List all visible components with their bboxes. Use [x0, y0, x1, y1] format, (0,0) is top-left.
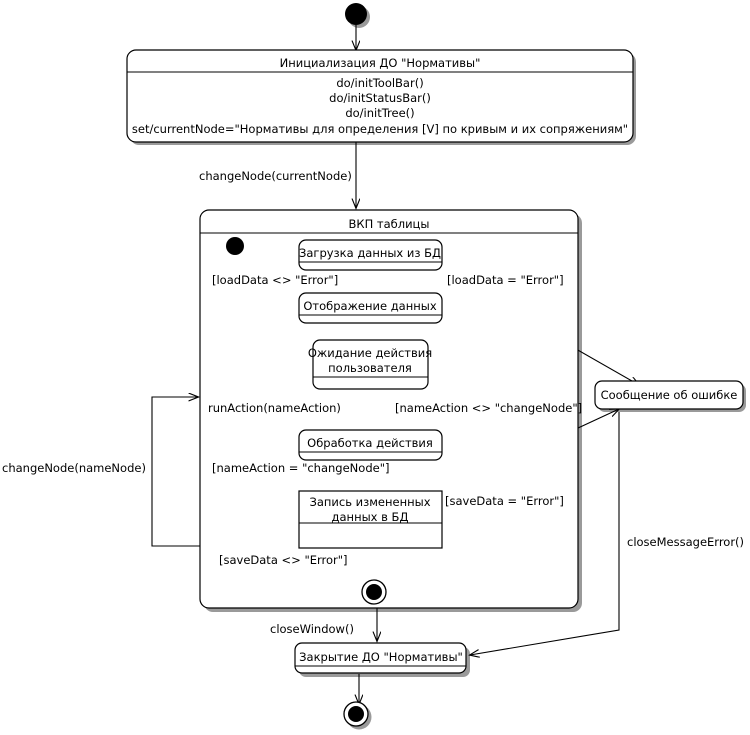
state-display-title: Отображение данных	[303, 299, 437, 313]
state-load[interactable]: Загрузка данных из БД	[298, 239, 443, 271]
state-error-message-title: Сообщение об ошибке	[601, 388, 738, 402]
edge-close-message-error	[470, 412, 620, 655]
state-init-action-3: set/currentNode="Нормативы для определен…	[132, 122, 628, 136]
state-wait-title-line2: пользователя	[328, 361, 412, 375]
edge-labels-group: changeNode(currentNode) [loadData <> "Er…	[2, 169, 744, 636]
state-save-title-line1: Запись измененных	[309, 495, 430, 509]
state-init-action-1: do/initStatusBar()	[329, 91, 431, 105]
state-init[interactable]: Инициализация ДО "Нормативы" do/initTool…	[126, 49, 634, 143]
initial-state-marker-composite	[226, 237, 244, 255]
state-composite[interactable]: ВКП таблицы	[199, 209, 579, 609]
label-close-message-error: closeMessageError()	[627, 535, 744, 549]
label-save-err: [saveData = "Error"]	[445, 494, 564, 508]
state-error-message[interactable]: Сообщение об ошибке	[594, 380, 744, 410]
label-load-err: [loadData = "Error"]	[447, 273, 564, 287]
label-close-window: closeWindow()	[270, 622, 354, 636]
state-init-title: Инициализация ДО "Нормативы"	[280, 56, 481, 70]
state-close-title: Закрытие ДО "Нормативы"	[299, 650, 463, 664]
state-load-title: Загрузка данных из БД	[299, 246, 441, 260]
label-action-not-change: [nameAction <> "changeNode"]	[395, 401, 582, 415]
label-change-node: changeNode(nameNode)	[2, 461, 146, 475]
state-save[interactable]: Запись измененных данных в БД	[298, 490, 443, 549]
state-process[interactable]: Обработка действия	[298, 429, 443, 461]
initial-state-marker-top	[345, 3, 367, 25]
label-run-action: runAction(nameAction)	[208, 401, 341, 415]
state-close[interactable]: Закрытие ДО "Нормативы"	[294, 642, 467, 674]
final-state-marker-composite	[361, 579, 387, 605]
label-save-ok: [saveData <> "Error"]	[219, 553, 348, 567]
label-action-change: [nameAction = "changeNode"]	[212, 461, 389, 475]
state-save-title-line2: данных в БД	[332, 510, 409, 524]
label-init-to-composite: changeNode(currentNode)	[199, 169, 352, 183]
state-init-action-2: do/initTree()	[345, 106, 414, 120]
state-composite-title: ВКП таблицы	[349, 217, 430, 231]
state-display[interactable]: Отображение данных	[298, 292, 443, 324]
final-state-marker-bottom	[343, 701, 369, 727]
state-process-title: Обработка действия	[307, 436, 433, 450]
state-wait[interactable]: Ожидание действия пользователя	[308, 339, 432, 390]
label-load-ok: [loadData <> "Error"]	[212, 273, 338, 287]
state-wait-title-line1: Ожидание действия	[308, 346, 432, 360]
state-init-action-0: do/initToolBar()	[336, 76, 423, 90]
